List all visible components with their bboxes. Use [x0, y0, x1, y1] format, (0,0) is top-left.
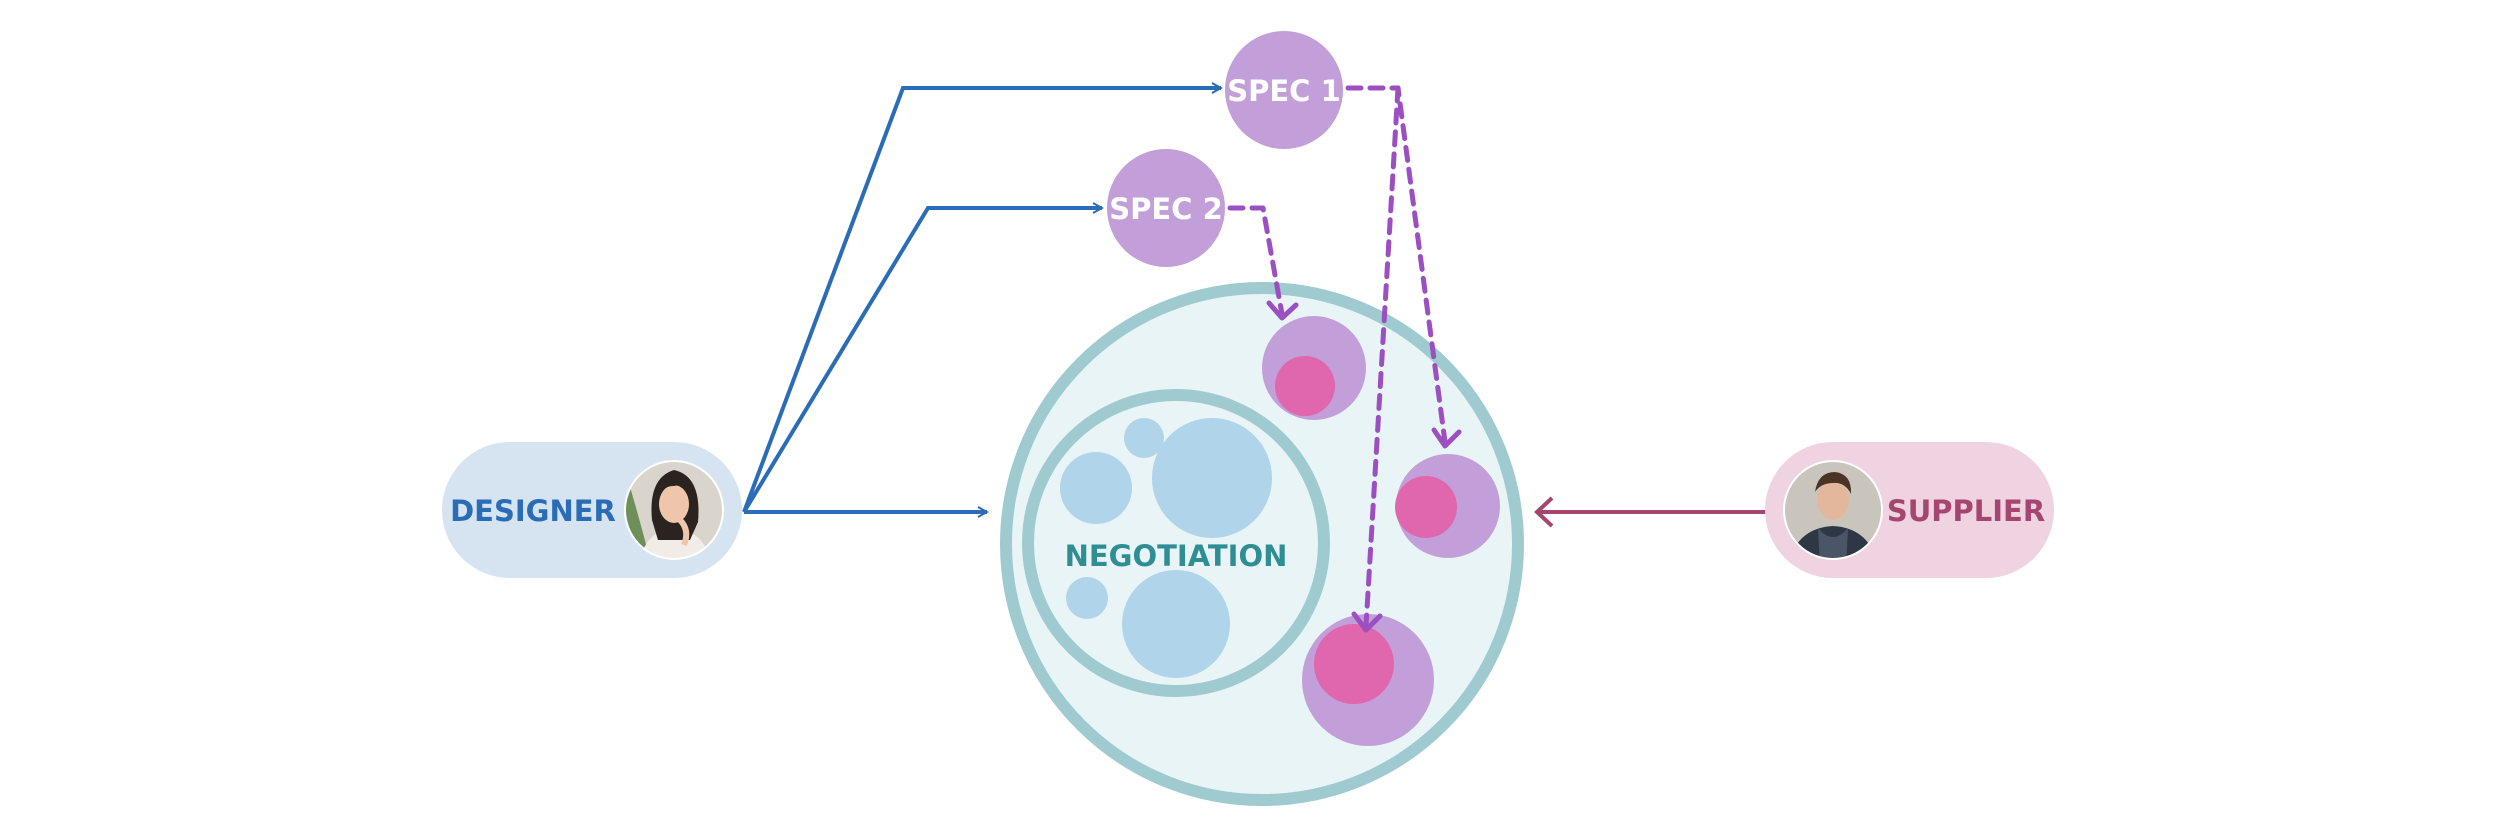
arrow-designer-to-spec1 — [742, 88, 1221, 513]
bubble — [1124, 418, 1164, 458]
spec1-label: SPEC 1 — [1227, 74, 1341, 108]
bubble — [1122, 570, 1230, 678]
spec-arrowheads — [1266, 300, 1462, 633]
spec-bubble-right — [1395, 454, 1500, 558]
supplier-label: SUPPLIER — [1887, 494, 2045, 528]
bubble — [1152, 418, 1272, 538]
bubble — [1066, 577, 1108, 619]
dashed-spec1-to-bottom-bubble — [1363, 85, 1401, 629]
spec2-node: SPEC 2 — [1107, 149, 1225, 267]
supplier-arrow — [1534, 496, 1766, 528]
negotiation-label: NEGOTIATION — [1065, 539, 1288, 573]
spec1-node: SPEC 1 — [1225, 31, 1343, 149]
designer-arrows — [742, 88, 1221, 514]
spec-bubble-bottom — [1302, 614, 1434, 746]
arrow-designer-to-spec2 — [742, 208, 1102, 514]
bubble — [1060, 452, 1132, 524]
designer-label: DESIGNER — [450, 494, 616, 528]
designer-node: DESIGNER — [442, 442, 742, 578]
negotiation-area: NEGOTIATION — [1000, 282, 1524, 806]
spec-dashed-paths — [1227, 85, 1448, 629]
spec2-label: SPEC 2 — [1109, 192, 1223, 226]
supplier-node: SUPPLIER — [1765, 442, 2054, 578]
dashed-spec2-to-top-bubble — [1227, 205, 1285, 317]
spec-bubble-top — [1262, 316, 1366, 420]
designer-avatar — [624, 460, 724, 560]
